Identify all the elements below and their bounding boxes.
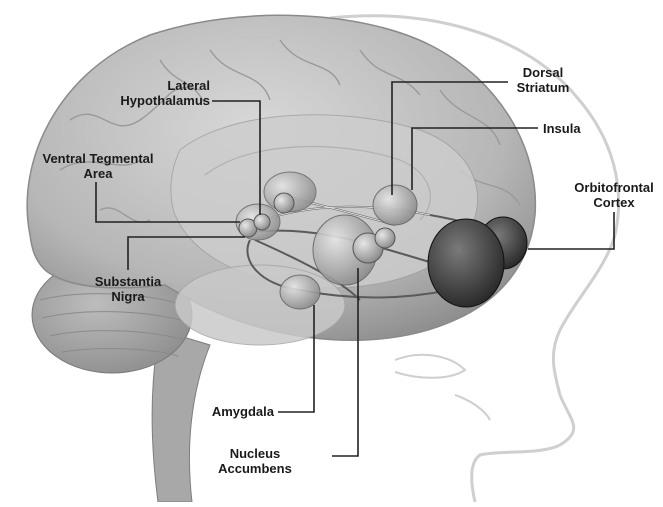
label-line: Nigra: [82, 289, 174, 304]
label-line: Insula: [543, 121, 603, 136]
label-line: Substantia: [82, 274, 174, 289]
label-line: Cortex: [566, 195, 662, 210]
label-line: Amygdala: [190, 404, 274, 419]
label-line: Accumbens: [205, 461, 305, 476]
label-line: Striatum: [506, 80, 580, 95]
label-line: Nucleus: [205, 446, 305, 461]
label-line: Lateral: [90, 78, 210, 93]
vta-structure: [236, 204, 280, 240]
label-line: Ventral Tegmental: [28, 151, 168, 166]
label-amygdala: Amygdala: [190, 404, 274, 419]
label-line: Dorsal: [506, 65, 580, 80]
label-orbitofrontal-cortex: Orbitofrontal Cortex: [566, 180, 662, 210]
orbitofrontal-structure: [428, 217, 527, 307]
lateral-hypothalamus-structure: [264, 172, 316, 213]
label-nucleus-accumbens: Nucleus Accumbens: [205, 446, 305, 476]
label-dorsal-striatum: Dorsal Striatum: [506, 65, 580, 95]
label-line: Hypothalamus: [90, 93, 210, 108]
dorsal-striatum-structure: [373, 185, 417, 225]
label-lateral-hypothalamus: Lateral Hypothalamus: [90, 78, 210, 108]
label-line: Area: [28, 166, 168, 181]
label-substantia-nigra: Substantia Nigra: [82, 274, 174, 304]
label-ventral-tegmental-area: Ventral Tegmental Area: [28, 151, 168, 181]
label-insula: Insula: [543, 121, 603, 136]
amygdala-structure: [280, 275, 320, 309]
label-line: Orbitofrontal: [566, 180, 662, 195]
